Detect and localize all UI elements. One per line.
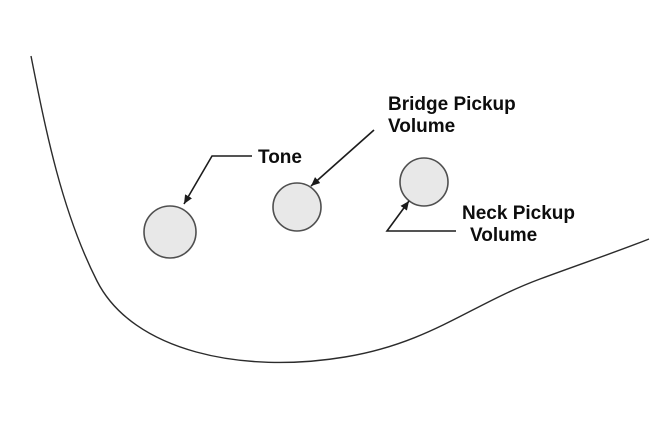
guitar-body-outline (30, 55, 650, 364)
bridge-pickup-volume-label-line1: Bridge Pickup (388, 94, 516, 115)
bridge-pickup-volume-label-line2: Volume (388, 116, 455, 137)
neck-pickup-volume-knob (399, 157, 449, 207)
neck-pickup-volume-label-line2: Volume (470, 225, 537, 246)
bridge-pickup-volume-knob (272, 182, 322, 232)
tone-leader-arrow (183, 155, 252, 205)
bridge-pickup-volume-leader-arrow (310, 129, 375, 187)
neck-pickup-volume-label-line1: Neck Pickup (462, 203, 575, 224)
tone-knob (143, 205, 197, 259)
tone-label: Tone (258, 147, 302, 168)
neck-pickup-volume-leader-arrow (385, 200, 456, 232)
